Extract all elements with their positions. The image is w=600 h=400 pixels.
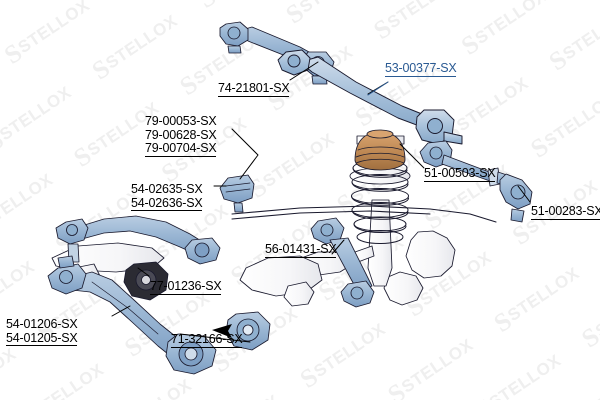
label-54-01205-sx: 54-01206-SX 54-01205-SX — [6, 317, 78, 346]
part-number-text: 54-02636-SX — [131, 195, 203, 210]
assembly-arrow — [212, 324, 232, 338]
part-upper-control-arm — [55, 215, 221, 265]
part-54-01205-sx — [47, 255, 217, 375]
label-71-32166-sx: 71-32166-SX — [171, 332, 243, 348]
part-77-01236-sx — [123, 261, 169, 301]
part-number-text: 51-00503-SX — [424, 166, 496, 180]
part-56-01431-sx — [310, 217, 375, 308]
part-number-text: 79-00704-SX — [145, 141, 217, 155]
part-53-00377-sx — [277, 49, 463, 155]
part-54-02635-sx — [219, 174, 255, 213]
part-number-text: 54-02635-SX — [131, 182, 203, 196]
part-51-00283-sx — [487, 167, 533, 223]
part-number-text: 79-00628-SX — [145, 127, 217, 142]
bump-stop — [354, 129, 406, 171]
part-number-text: 71-32166-SX — [171, 332, 243, 346]
label-79-series: 79-00053-SX 79-00628-SX 79-00704-SX — [145, 114, 217, 157]
label-77-01236-sx: 77-01236-SX — [150, 279, 222, 295]
leader-53-00377 — [367, 81, 389, 96]
label-51-00283-sx: 51-00283-SX — [531, 204, 600, 220]
part-number-text: 54-01205-SX — [6, 330, 78, 345]
label-56-01431-sx: 56-01431-SX — [265, 242, 337, 258]
label-74-21801-sx: 74-21801-SX — [218, 81, 290, 97]
label-51-00503-sx: 51-00503-SX — [424, 166, 496, 182]
part-number-text: 77-01236-SX — [150, 279, 222, 293]
coil-spring — [351, 160, 409, 244]
part-number-text: 79-00053-SX — [145, 114, 217, 128]
part-number-text: 74-21801-SX — [218, 81, 290, 95]
part-number-text: 53-00377-SX — [385, 61, 457, 75]
part-number-text: 54-01206-SX — [6, 317, 78, 331]
part-number-text: 56-01431-SX — [265, 242, 337, 256]
leader-lines — [111, 61, 531, 343]
label-54-02635-sx: 54-02635-SX 54-02636-SX — [131, 182, 203, 211]
label-53-00377-sx: 53-00377-SX — [385, 61, 457, 77]
part-number-text: 51-00283-SX — [531, 204, 600, 218]
